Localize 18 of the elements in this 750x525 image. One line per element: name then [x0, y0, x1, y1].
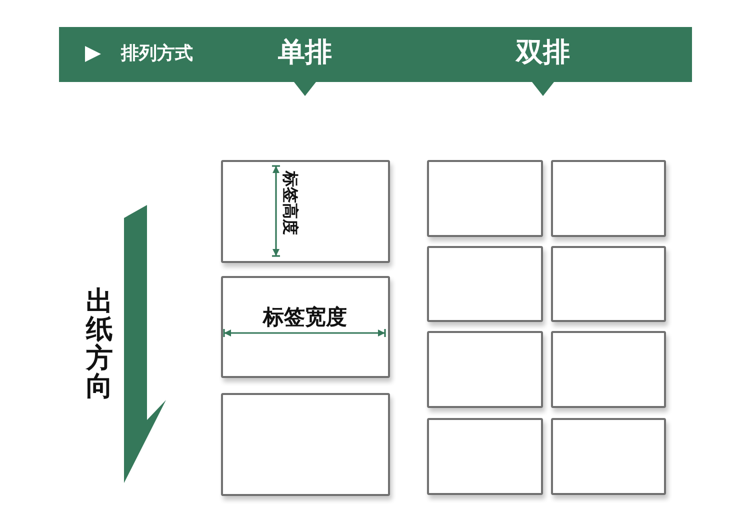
direction-label: 出纸方向 — [86, 288, 113, 402]
label-box — [551, 331, 666, 408]
dimension-label: 标签宽度 — [263, 307, 347, 328]
label-box — [427, 246, 543, 322]
label-box — [221, 160, 390, 263]
section-heading: 排列方式 — [121, 45, 193, 63]
column-heading: 单排 — [278, 39, 332, 66]
label-box — [221, 276, 390, 378]
label-box — [427, 160, 543, 237]
dimension-label: 标签高度 — [282, 171, 298, 235]
label-box — [427, 418, 543, 495]
label-box — [427, 331, 543, 408]
column-heading: 双排 — [516, 39, 570, 66]
label-box — [551, 418, 666, 495]
header-banner — [59, 27, 692, 96]
label-box — [221, 393, 390, 496]
label-box — [551, 246, 666, 322]
label-box — [551, 160, 666, 237]
